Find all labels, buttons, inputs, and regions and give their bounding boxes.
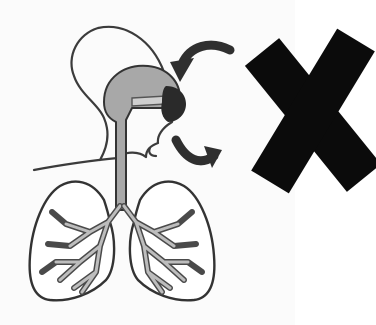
palate (132, 96, 166, 106)
